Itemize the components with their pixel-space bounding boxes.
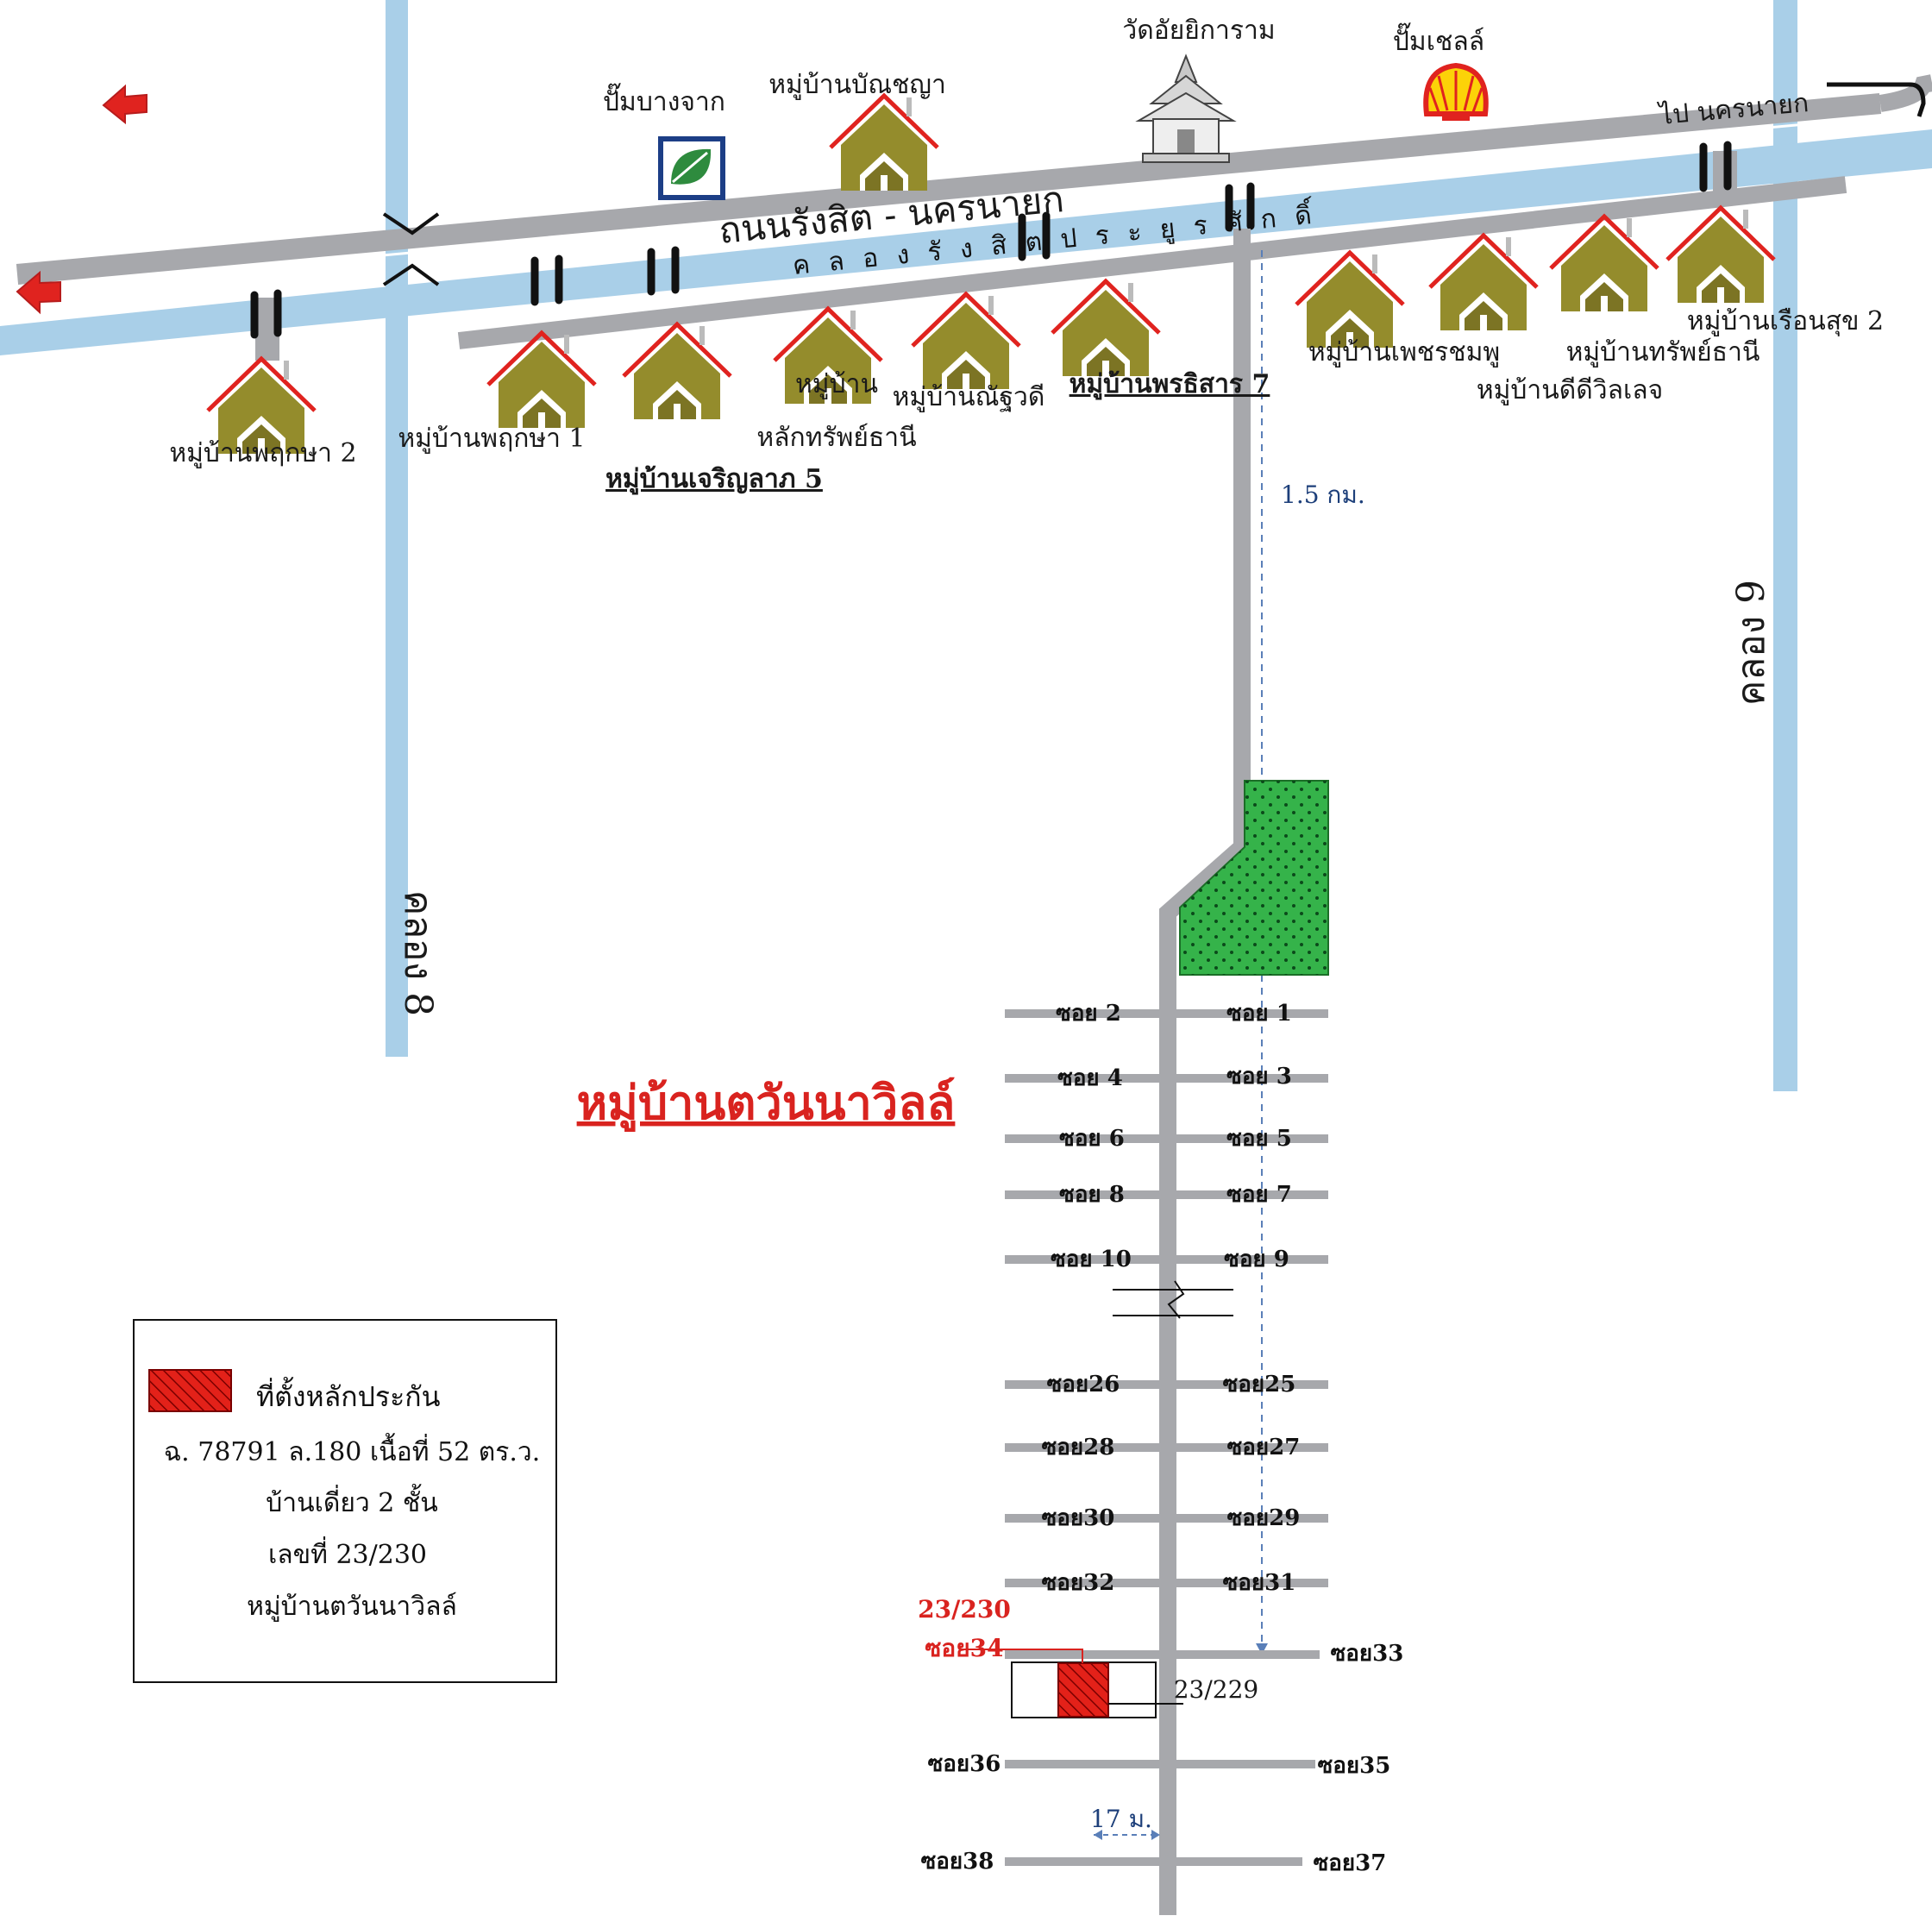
shell-logo-icon [1423,62,1489,121]
target-plot [1057,1662,1109,1718]
soi-38-label: ซอย38 [921,1849,994,1875]
house-icon [1052,281,1159,376]
tawanna-title: หมู่บ้านตวันนาวิลล์ [577,1075,956,1132]
subthani-label: หมู่บ้านทรัพย์ธานี [1566,337,1760,367]
soi-9-label: ซอย 9 [1224,1247,1289,1272]
pornsiri7-label: หมู่บ้านพรธิสาร 7 [1070,369,1270,400]
house-icon [1296,253,1403,348]
legend-title: ที่ตั้งหลักประกัน [256,1377,441,1413]
soi-labels: ซอย 2 ซอย 1 ซอย 4 ซอย 3 ซอย 6 ซอย 5 ซอย … [921,1001,1404,1876]
soi-roads [1005,1009,1328,1866]
house-icon [1430,236,1537,330]
soi-2-label: ซอย 2 [1056,1001,1121,1027]
soi-10-label: ซอย 10 [1051,1247,1132,1272]
house-icon [1551,217,1658,311]
deedee-label: หมู่บ้านดีดีวิลเลจ [1477,375,1663,405]
house-icon [624,324,731,419]
laksap-label-2: หลักทรัพย์ธานี [756,423,916,453]
bangchak-logo-icon [658,136,725,200]
temple-label: วัดอัยยิการาม [1122,16,1275,46]
arrow-left-icon [16,270,61,315]
legend-line-2: บ้านเดี่ยว 2 ชั้น [266,1484,438,1518]
soi-30-label: ซอย30 [1042,1505,1115,1531]
soi-8-label: ซอย 8 [1059,1182,1125,1208]
canal-9-label: คลอง 9 [1729,580,1773,706]
laksap-label-1: หมู่บ้าน [795,369,878,399]
temple-icon [1135,53,1237,163]
house-icon [831,96,938,191]
house-icon [913,294,1019,389]
legend-line-4: หมู่บ้านตวันนาวิลล์ [247,1592,457,1622]
charoenlap5-label: หมู่บ้านเจริญลาภ 5 [605,464,823,495]
road-width-label: 17 ม. [1090,1805,1152,1833]
soi-27-label: ซอย27 [1227,1435,1301,1460]
soi-29-label: ซอย29 [1227,1505,1301,1531]
soi-31-label: ซอย31 [1223,1570,1296,1596]
arrow-right-icon [102,84,147,125]
distance-label: 1.5 กม. [1281,480,1365,509]
soi-7-label: ซอย 7 [1226,1182,1292,1208]
natthawadi-label: หมู่บ้านณัฐวดี [893,382,1045,412]
legend-line-3: เลขที่ 23/230 [268,1536,427,1570]
legend-swatch [148,1369,232,1412]
soi-33-label: ซอย33 [1331,1641,1404,1667]
target-plot-number: 23/230 [918,1595,1011,1624]
rueansuk2-label: หมู่บ้านเรือนสุข 2 [1687,306,1884,337]
south-road [1159,229,1251,1915]
bangchak-label: ปั๊มบางจาก [603,83,725,117]
soi-36-label: ซอย36 [928,1751,1001,1777]
soi-26-label: ซอย26 [1047,1372,1120,1398]
bridge-markers [250,141,1732,339]
frontage-road [457,176,1847,349]
pruksa2-label: หมู่บ้านพฤกษา 2 [169,438,356,468]
shell-label: ปั๊มเชลล์ [1393,22,1484,57]
soi-4-label: ซอย 4 [1057,1065,1123,1091]
legend: ที่ตั้งหลักประกัน ฉ. 78791 ล.180 เนื้อที… [133,1319,557,1683]
neighbor-plot-number: 23/229 [1174,1675,1259,1704]
pruksa1-label: หมู่บ้านพฤกษา 1 [398,424,585,454]
house-icon [1667,208,1774,303]
canal-8-label: คลอง 8 [396,890,440,1016]
soi-5-label: ซอย 5 [1226,1126,1292,1152]
petchchompoo-label: หมู่บ้านเพชรชมพู [1308,337,1500,367]
house-icon [488,333,595,428]
soi-34-label: ซอย34 [925,1634,1003,1662]
soi-6-label: ซอย 6 [1059,1126,1125,1152]
banchaya-label: หมู่บ้านบัณชญา [768,70,946,100]
soi-37-label: ซอย37 [1314,1850,1387,1876]
main-canal [0,129,1932,355]
soi-28-label: ซอย28 [1042,1435,1115,1460]
soi-1-label: ซอย 1 [1226,1001,1292,1027]
canal-8 [386,0,408,1057]
soi-25-label: ซอย25 [1223,1372,1296,1398]
soi-3-label: ซอย 3 [1226,1064,1292,1090]
legend-line-1: ฉ. 78791 ล.180 เนื้อที่ 52 ตร.ว. [164,1433,541,1467]
soi-35-label: ซอย35 [1318,1753,1391,1779]
soi-32-label: ซอย32 [1042,1570,1115,1596]
main-road [16,93,1882,285]
